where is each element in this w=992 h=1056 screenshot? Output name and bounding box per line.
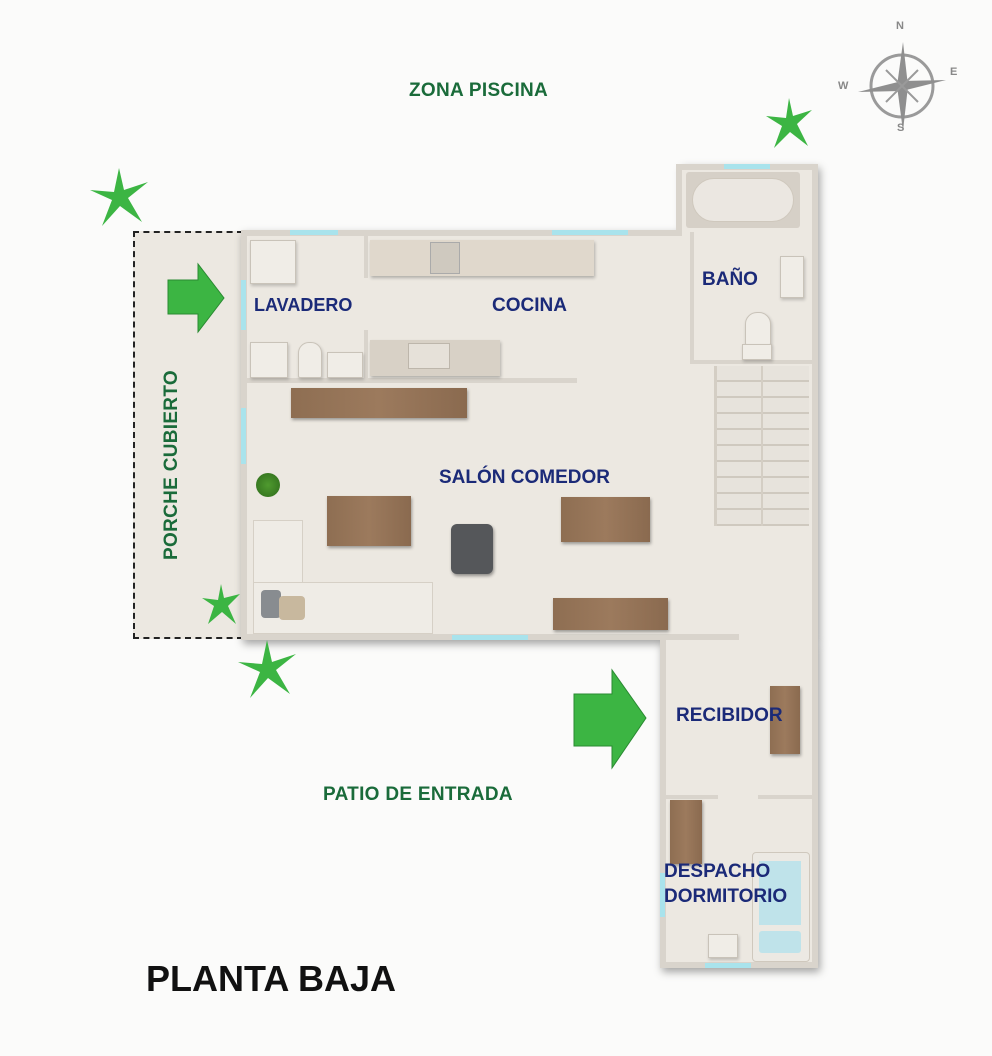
hall-console	[770, 686, 800, 754]
plant-star-icon	[238, 640, 296, 698]
entry-arrow-icon	[167, 262, 225, 334]
staircase	[714, 366, 809, 526]
sofa	[253, 520, 433, 634]
label-cocina: COCINA	[492, 295, 567, 316]
compass-south: S	[897, 122, 905, 134]
compass-west: W	[838, 80, 849, 92]
dryer-icon	[250, 342, 288, 378]
compass-north: N	[896, 20, 904, 32]
kitchen-sink-icon	[408, 343, 450, 369]
label-porche-cubierto: PORCHE CUBIERTO	[161, 370, 182, 560]
label-bano: BAÑO	[702, 269, 758, 290]
bathtub-icon	[686, 172, 800, 228]
window	[552, 230, 628, 235]
coffee-table	[327, 496, 411, 546]
boiler-icon	[327, 352, 363, 378]
dining-table	[561, 497, 650, 542]
window	[452, 635, 528, 640]
washing-machine-icon	[250, 240, 296, 284]
label-patio-entrada: PATIO DE ENTRADA	[323, 784, 513, 805]
window	[660, 873, 665, 917]
label-salon-comedor: SALÓN COMEDOR	[439, 467, 610, 488]
plant-star-icon	[766, 98, 812, 148]
label-lavadero: LAVADERO	[254, 295, 353, 315]
compass-east: E	[950, 66, 958, 78]
window	[241, 280, 246, 330]
toilet-icon	[745, 312, 771, 346]
kitchen-counter-top	[370, 240, 594, 276]
window	[241, 408, 246, 464]
window	[724, 164, 770, 169]
wall-outline	[241, 230, 681, 236]
office-sink-icon	[708, 934, 738, 958]
armchair-icon	[451, 524, 493, 574]
label-dormitorio: DORMITORIO	[664, 886, 788, 907]
floor-plan-title: PLANTA BAJA	[146, 958, 396, 999]
compass-icon	[858, 42, 946, 131]
entry-arrow-icon	[573, 668, 647, 770]
label-zona-piscina: ZONA PISCINA	[409, 80, 549, 101]
window	[705, 963, 751, 968]
sideboard	[553, 598, 668, 630]
desk	[670, 800, 702, 864]
compass-rose: N E S W	[836, 18, 966, 138]
cooktop-icon	[430, 242, 460, 274]
tv-cabinet	[291, 388, 467, 418]
sofa-bed-icon	[752, 852, 810, 962]
plant-star-icon	[202, 584, 240, 624]
plant-star-icon	[90, 168, 148, 226]
laundry-sink-icon	[298, 342, 322, 378]
label-despacho: DESPACHO	[664, 861, 771, 882]
label-recibidor: RECIBIDOR	[676, 705, 783, 726]
plant-icon	[256, 473, 280, 497]
sink-icon	[780, 256, 804, 298]
window	[290, 230, 338, 235]
